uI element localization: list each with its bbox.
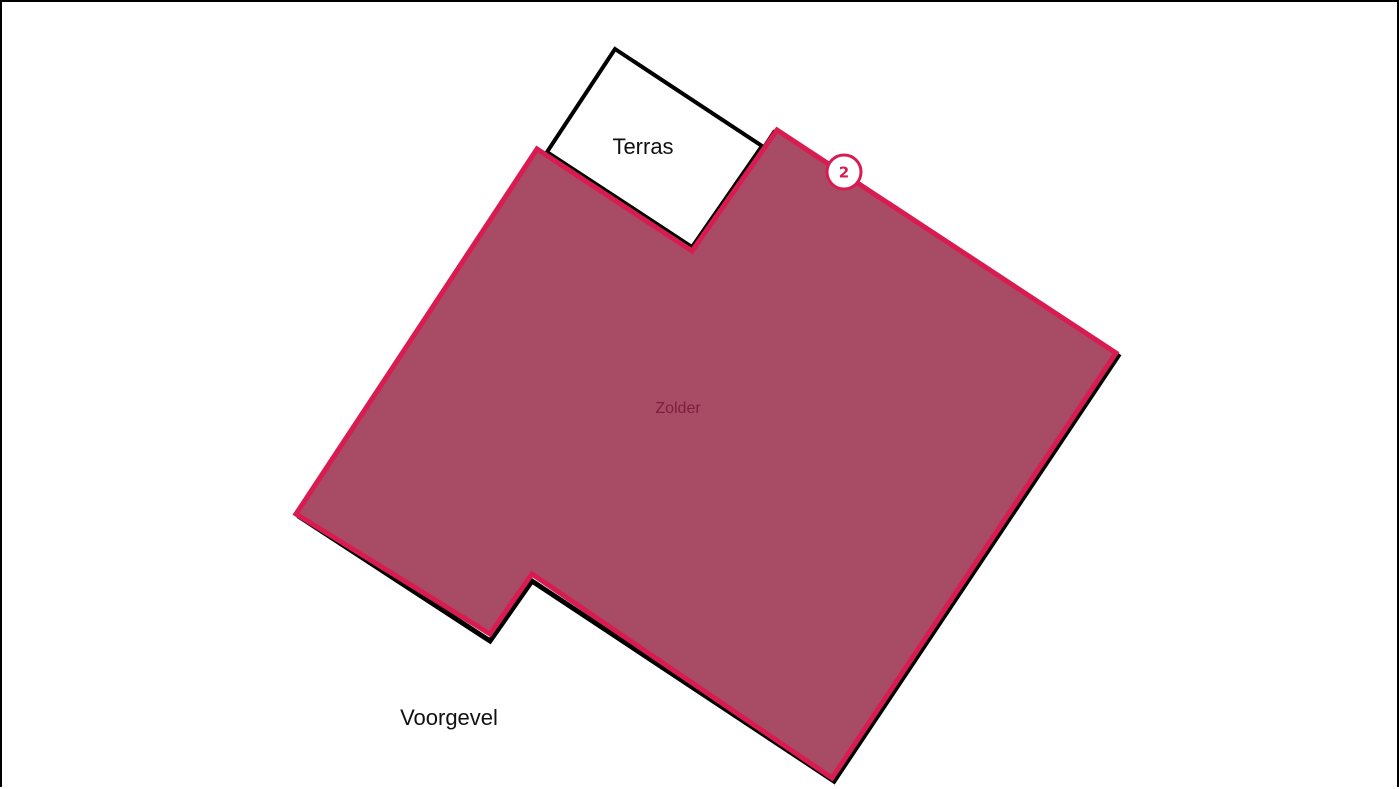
voorgevel-label: Voorgevel — [400, 705, 498, 730]
zolder-label: Zolder — [655, 400, 701, 417]
marker-circle — [825, 153, 863, 191]
zolder-room[interactable] — [292, 126, 1120, 782]
marker-number: 2 — [839, 164, 849, 182]
room-number-marker[interactable]: 2 — [825, 153, 863, 191]
terras-label: Terras — [612, 134, 673, 159]
